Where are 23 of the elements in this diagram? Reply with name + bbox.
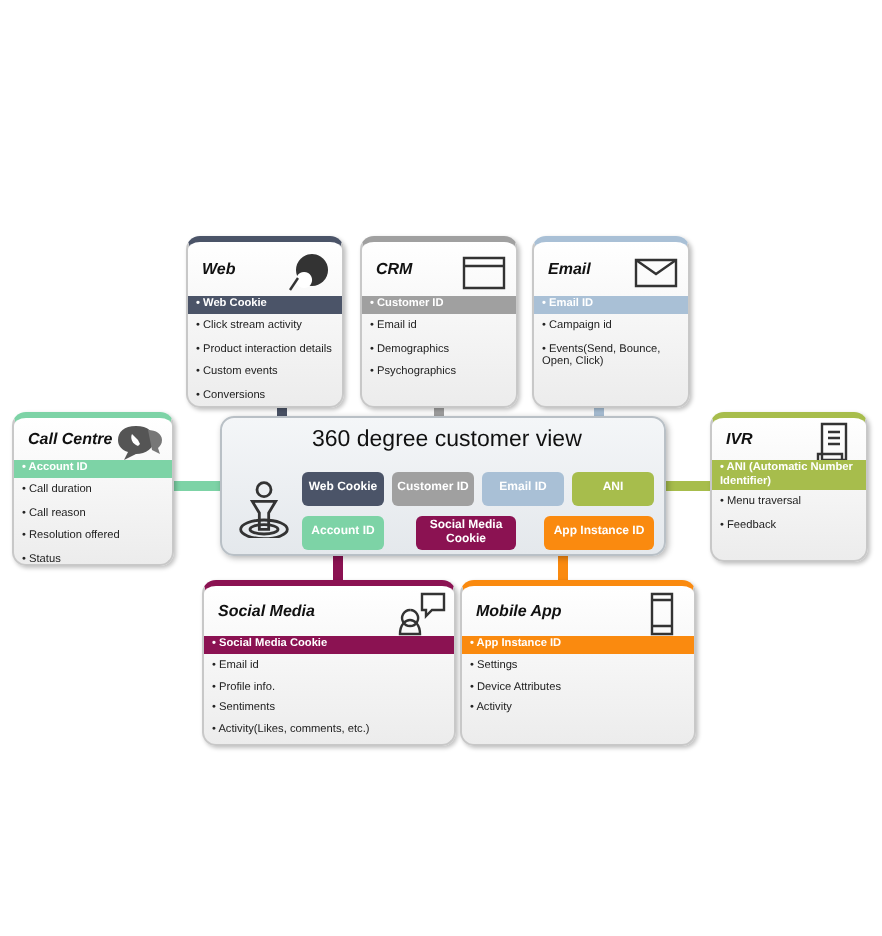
source-card	[710, 412, 868, 562]
connector-line	[333, 556, 343, 580]
connector-line	[594, 408, 604, 416]
source-card	[360, 236, 518, 408]
connector-line	[434, 408, 444, 416]
connector-line	[277, 408, 287, 416]
connector-line	[558, 556, 568, 580]
card-title: Call Centre	[28, 430, 113, 448]
source-card	[12, 412, 174, 566]
card-title: Email	[548, 260, 591, 278]
panel-title: 360 degree customer view	[312, 428, 582, 452]
source-card	[186, 236, 344, 408]
connector-line	[174, 481, 220, 491]
source-card	[532, 236, 690, 408]
source-card	[202, 580, 456, 746]
card-title: CRM	[376, 260, 413, 278]
customer-view-panel	[220, 416, 666, 556]
source-card	[460, 580, 696, 746]
card-title: Social Media	[218, 602, 315, 620]
card-title: Mobile App	[476, 602, 562, 620]
connector-line	[666, 481, 710, 491]
card-title: Web	[202, 260, 236, 278]
card-title: IVR	[726, 430, 753, 448]
